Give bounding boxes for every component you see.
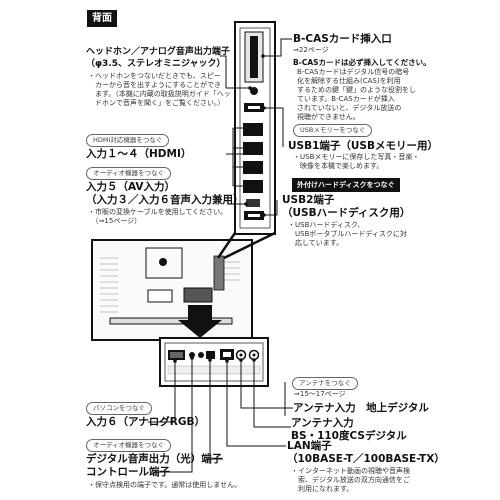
control-note-1: ・保守点検用の端子です。通常は使用しません。: [88, 481, 242, 489]
bcas-note-1: B-CASカードはデジタル信号の暗号: [297, 68, 410, 76]
usb2-note-1: ・USBハードディスク、: [288, 221, 365, 229]
section-title: 背面: [87, 10, 117, 27]
bcas-note-4: ています。B-CASカードが挿入: [297, 95, 395, 103]
usb2-title-2: （USBハードディスク用）: [282, 207, 411, 219]
usb1-note-2: 映像を本機で楽しめます。: [293, 162, 384, 170]
usb2-title-1: USB2端子: [282, 194, 335, 206]
headphone-title-1: ヘッドホン／アナログ音声出力端子: [86, 47, 230, 57]
av-title-1: 入力５（AV入力）: [86, 181, 176, 193]
optical-tag: オーディオ機器をつなぐ: [86, 439, 172, 452]
headphone-note-3: ます。（本機に内蔵の取扱説明ガイド「ヘッ: [88, 90, 231, 98]
bcas-note-3: するための鍵「鍵」のような役割をし: [297, 86, 416, 94]
lan-note-3: 利用になれます。: [291, 485, 354, 493]
optical-title: デジタル音声出力（光）端子: [86, 453, 223, 465]
headphone-note-2: カーから音を出すようにすることができ: [88, 81, 222, 89]
bcas-note-6: 視聴ができません。: [297, 113, 360, 121]
bcas-ref: ⇒22ページ: [293, 46, 329, 54]
headphone-note-4: ドホンで音声を聞く」をご覧ください。）: [88, 99, 225, 107]
callout-arrow: [178, 305, 222, 338]
av-tag: オーディオ機器をつなぐ: [86, 167, 172, 180]
pc-tag: パソコンをつなぐ: [86, 402, 152, 415]
control-title: コントロール端子: [86, 466, 170, 478]
antenna-ref: ⇒15～17ページ: [294, 390, 346, 398]
bcas-note-2: 化を解除する仕組み(CAS)を利用: [297, 77, 401, 85]
av-note-2: （⇒15ページ）: [88, 217, 142, 225]
usb2-tag: 外付けハードディスクをつなぐ: [292, 178, 400, 192]
hdmi-title: 入力１～４（HDMI）: [86, 148, 192, 160]
lan-title-2: （10BASE-T／100BASE-TX）: [287, 453, 445, 465]
antenna-tag: アンテナをつなぐ: [292, 377, 358, 390]
lan-note-2: 索、デジタル放送の双方向通信をご: [291, 476, 410, 484]
antenna-ground-title: アンテナ入力 地上デジタル: [293, 402, 429, 414]
bcas-title: B-CASカード挿入口: [293, 33, 392, 45]
bcas-note-5: されていないと、デジタル放送の: [297, 104, 402, 112]
bcas-subtitle: B-CASカードは必ず挿入してください。: [293, 58, 431, 67]
av-note-1: ・市販の変換ケーブルを使用してください。: [88, 208, 228, 216]
side-terminal-panel: [234, 21, 276, 235]
usb1-note-1: ・USBメモリーに保存した写真・音楽・: [293, 153, 420, 161]
usb1-title: USB1端子（USBメモリー用）: [288, 140, 438, 152]
usb2-note-2: USBポータブルハードディスクに対: [288, 230, 407, 238]
pc-title: 入力６（アナログRGB）: [86, 416, 205, 428]
antenna-bs-title-1: アンテナ入力: [291, 417, 354, 429]
hdmi-tag: HDMI対応機器をつなぐ: [86, 134, 170, 147]
av-title-2: （入力３／入力６音声入力兼用）: [86, 194, 244, 206]
bottom-terminal-panel: [159, 337, 269, 387]
antenna-bs-title-2: BS・110度CSデジタル: [291, 430, 407, 442]
lan-title-1: LAN端子: [287, 440, 332, 452]
usb2-note-3: 応しています。: [288, 239, 344, 247]
headphone-title-2: （φ3.5、ステレオミニジャック）: [86, 59, 226, 69]
usb1-tag: USBメモリーをつなぐ: [293, 124, 373, 137]
lan-note-1: ・インターネット動画の視聴や音声検: [291, 467, 410, 475]
headphone-note-1: ・ヘッドホンをつないだときでも、スピー: [88, 72, 221, 80]
